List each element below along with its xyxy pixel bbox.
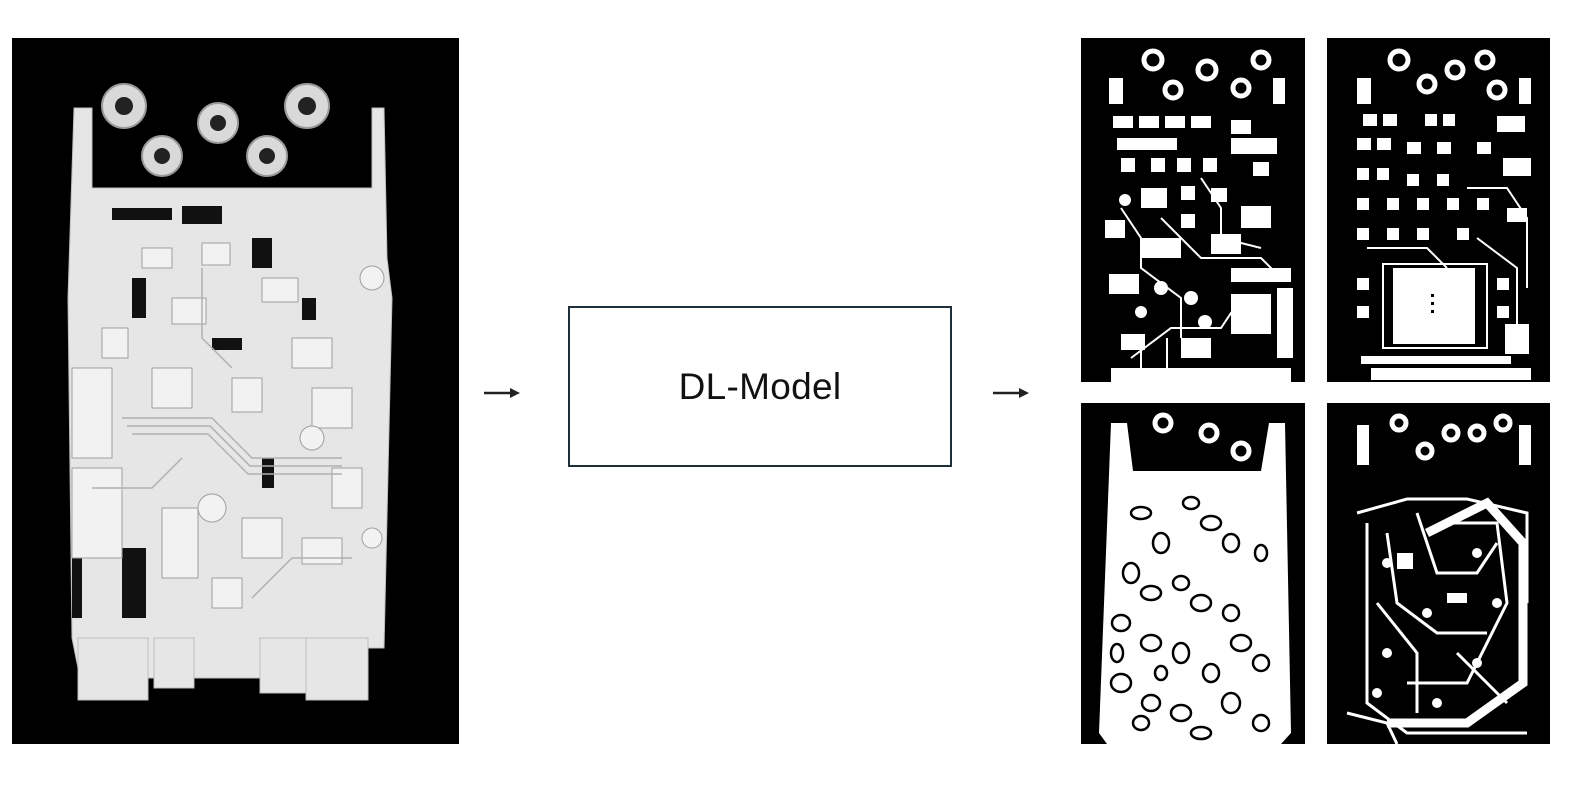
pcb-layer-icon	[1357, 48, 1531, 380]
arrow-right-icon	[484, 388, 520, 398]
output-layer-4	[1327, 403, 1550, 744]
output-layer-3	[1081, 403, 1305, 744]
output-layer-1	[1081, 38, 1305, 382]
input-scan-image	[12, 38, 459, 744]
dl-model-box: DL-Model	[568, 306, 952, 467]
output-layer-2	[1327, 38, 1550, 382]
model-label: DL-Model	[678, 365, 842, 407]
arrow-right-icon	[993, 388, 1029, 398]
pcb-layer-icon	[1346, 413, 1531, 744]
pcb-layer-icon	[1099, 412, 1291, 744]
pcb-layer-icon	[1105, 48, 1293, 382]
pcb-scan-icon	[67, 83, 393, 701]
